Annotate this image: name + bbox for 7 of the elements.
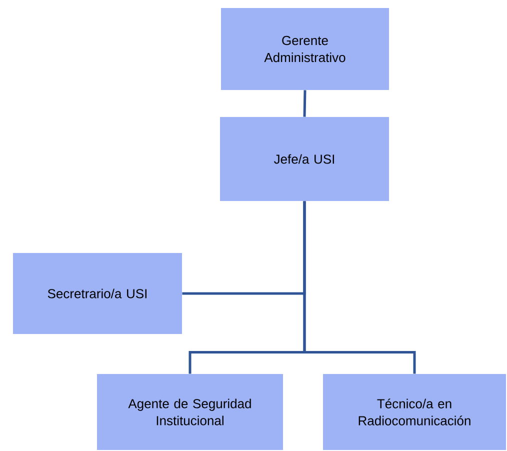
org-box: Secretrario/a USI (13, 253, 182, 334)
org-box: Gerente Administrativo (221, 8, 389, 90)
org-box: Jefe/a USI (220, 117, 389, 201)
connector-line (303, 201, 416, 374)
connector-line (303, 90, 306, 117)
org-box: Técnico/a en Radiocomunicación (323, 374, 506, 450)
org-box: Agente de Seguridad Institucional (97, 374, 283, 450)
